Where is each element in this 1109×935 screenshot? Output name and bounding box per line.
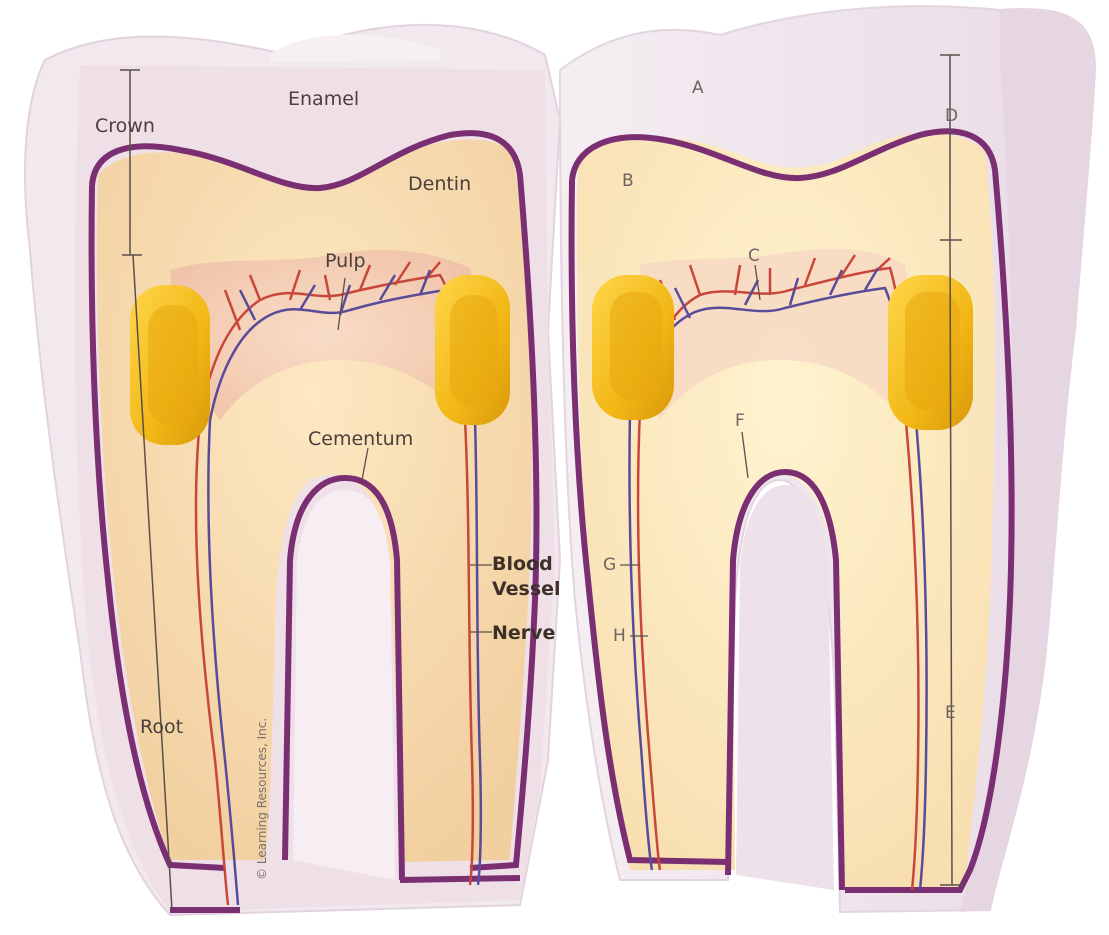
label-blood-vessel-line2: Vessel — [492, 580, 561, 599]
label-root: Root — [140, 718, 183, 737]
letter-a: A — [692, 80, 704, 97]
letter-e: E — [945, 705, 956, 722]
letter-c: C — [748, 248, 760, 265]
copyright-text: © Learning Resources, Inc. — [255, 718, 269, 880]
letter-g: G — [603, 557, 616, 574]
right-tooth-model — [560, 6, 1095, 912]
label-enamel: Enamel — [288, 90, 359, 109]
letter-d: D — [945, 108, 958, 125]
label-pulp: Pulp — [325, 252, 366, 271]
label-nerve: Nerve — [492, 624, 555, 643]
label-dentin: Dentin — [408, 175, 471, 194]
label-crown: Crown — [95, 117, 155, 136]
left-tooth-model — [25, 25, 560, 915]
letter-f: F — [735, 413, 745, 430]
letter-b: B — [622, 173, 634, 190]
label-cementum: Cementum — [308, 430, 413, 449]
letter-h: H — [613, 628, 626, 645]
label-blood-vessel-line1: Blood — [492, 555, 553, 574]
